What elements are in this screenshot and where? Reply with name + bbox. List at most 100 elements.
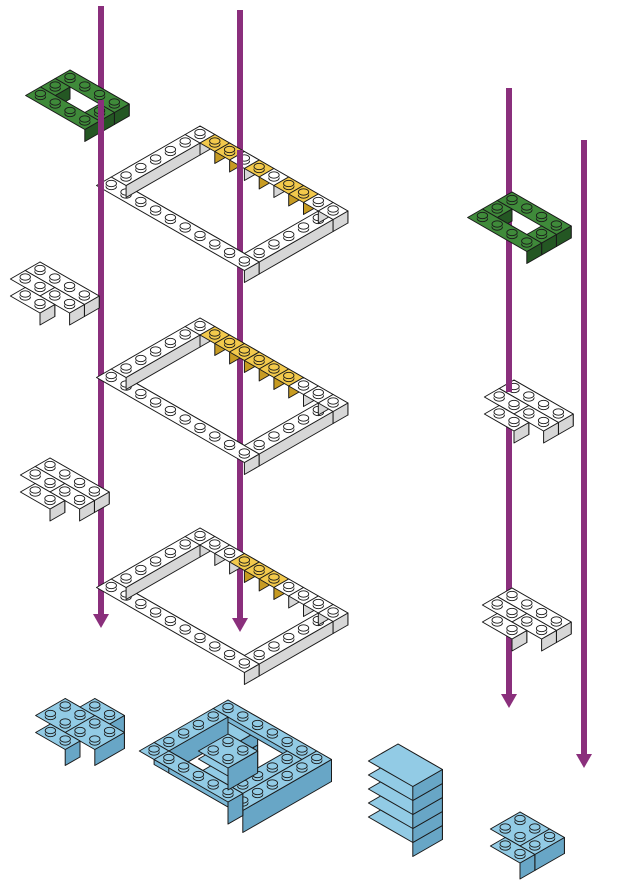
- guide-arrow-far-right: [576, 140, 592, 768]
- stud-top: [179, 414, 191, 422]
- stud-top: [283, 581, 295, 590]
- stud-top: [148, 745, 160, 753]
- green-plate: [25, 86, 101, 142]
- stud-top: [192, 719, 205, 728]
- brick-top-face: [367, 743, 443, 787]
- stud-top: [149, 556, 162, 564]
- stud-top: [238, 448, 251, 456]
- stud-top: [499, 840, 511, 848]
- stud-top: [103, 709, 116, 718]
- stud-top: [179, 137, 191, 145]
- stud-top: [19, 290, 31, 298]
- stud-top: [493, 408, 505, 416]
- stud-top: [297, 624, 310, 632]
- stud-top: [223, 649, 236, 658]
- stud-top: [552, 408, 565, 416]
- stud-top: [78, 290, 91, 298]
- stud-top: [177, 728, 190, 736]
- blue-base-structure: [35, 698, 565, 880]
- stud-top: [251, 719, 264, 728]
- stud-top: [550, 616, 563, 624]
- arrow-shaft: [506, 340, 512, 392]
- brick-top-face: [197, 733, 259, 769]
- blue-frame-brick: [153, 750, 244, 825]
- stud-top: [521, 237, 533, 245]
- stud-top: [499, 823, 511, 831]
- stud-top: [238, 556, 251, 564]
- white-plate: [498, 379, 574, 435]
- stud-top: [535, 624, 548, 633]
- stud-top: [253, 354, 265, 363]
- stud-top: [105, 581, 117, 590]
- white-plate: [96, 578, 260, 685]
- stud-top: [223, 547, 236, 556]
- stud-top: [59, 718, 71, 726]
- guide-arrow-center: [232, 10, 248, 632]
- stud-top: [296, 745, 308, 753]
- stud-top: [529, 840, 541, 848]
- stud-top: [64, 106, 76, 115]
- stud-top: [297, 414, 310, 422]
- stud-top: [238, 256, 251, 264]
- stud-top: [283, 632, 295, 641]
- arrow-head: [232, 618, 248, 632]
- stud-top: [135, 196, 147, 205]
- guide-arrow-stems: [98, 100, 587, 392]
- arrow-head: [576, 754, 592, 768]
- stud-top: [283, 371, 295, 380]
- stud-top: [207, 711, 219, 719]
- stud-top: [550, 220, 563, 228]
- stud-top: [105, 179, 117, 188]
- stud-top: [103, 726, 116, 735]
- stud-top: [149, 346, 162, 354]
- corner-plate-right-3: [481, 587, 572, 652]
- stud-top: [194, 632, 206, 641]
- white-plate: [511, 613, 557, 652]
- stud-top: [74, 709, 86, 718]
- stud-top: [253, 439, 265, 448]
- stud-top: [222, 753, 234, 762]
- stud-top: [283, 179, 295, 188]
- white-plate: [110, 536, 201, 600]
- stud-top: [163, 736, 175, 745]
- stud-top: [223, 439, 236, 448]
- stud-top: [535, 211, 548, 220]
- stud-top: [89, 718, 101, 726]
- stud-top: [179, 329, 191, 337]
- stud-top: [297, 590, 310, 598]
- white-plate: [96, 176, 260, 283]
- guide-arrow-left: [93, 6, 109, 628]
- white-plate: [96, 368, 260, 475]
- stud-top: [537, 416, 550, 425]
- stud-top: [34, 264, 46, 273]
- stud-top: [493, 391, 505, 399]
- stud-top: [253, 247, 265, 256]
- stud-top: [89, 735, 101, 743]
- stud-top: [89, 701, 101, 709]
- stud-top: [93, 89, 106, 98]
- stud-top: [253, 564, 265, 573]
- stud-top: [543, 831, 556, 840]
- stud-top: [79, 81, 91, 89]
- stud-top: [194, 230, 206, 239]
- stud-top: [281, 736, 293, 745]
- corner-plate-left-3: [19, 457, 110, 522]
- stud-top: [283, 230, 295, 239]
- stud-top: [120, 573, 132, 581]
- stud-top: [281, 753, 293, 762]
- stud-top: [149, 607, 162, 615]
- stud-top: [135, 162, 147, 171]
- stud-top: [283, 422, 295, 431]
- stud-top: [179, 624, 191, 632]
- stud-top: [237, 711, 249, 719]
- stud-top: [529, 823, 541, 831]
- frame-middle: [96, 317, 349, 475]
- stud-top: [223, 247, 236, 256]
- stud-top: [491, 220, 503, 228]
- green-plate: [496, 191, 572, 247]
- stud-top: [59, 469, 71, 477]
- arrow-shaft: [98, 100, 104, 210]
- stud-top: [238, 346, 251, 354]
- stud-top: [514, 831, 526, 840]
